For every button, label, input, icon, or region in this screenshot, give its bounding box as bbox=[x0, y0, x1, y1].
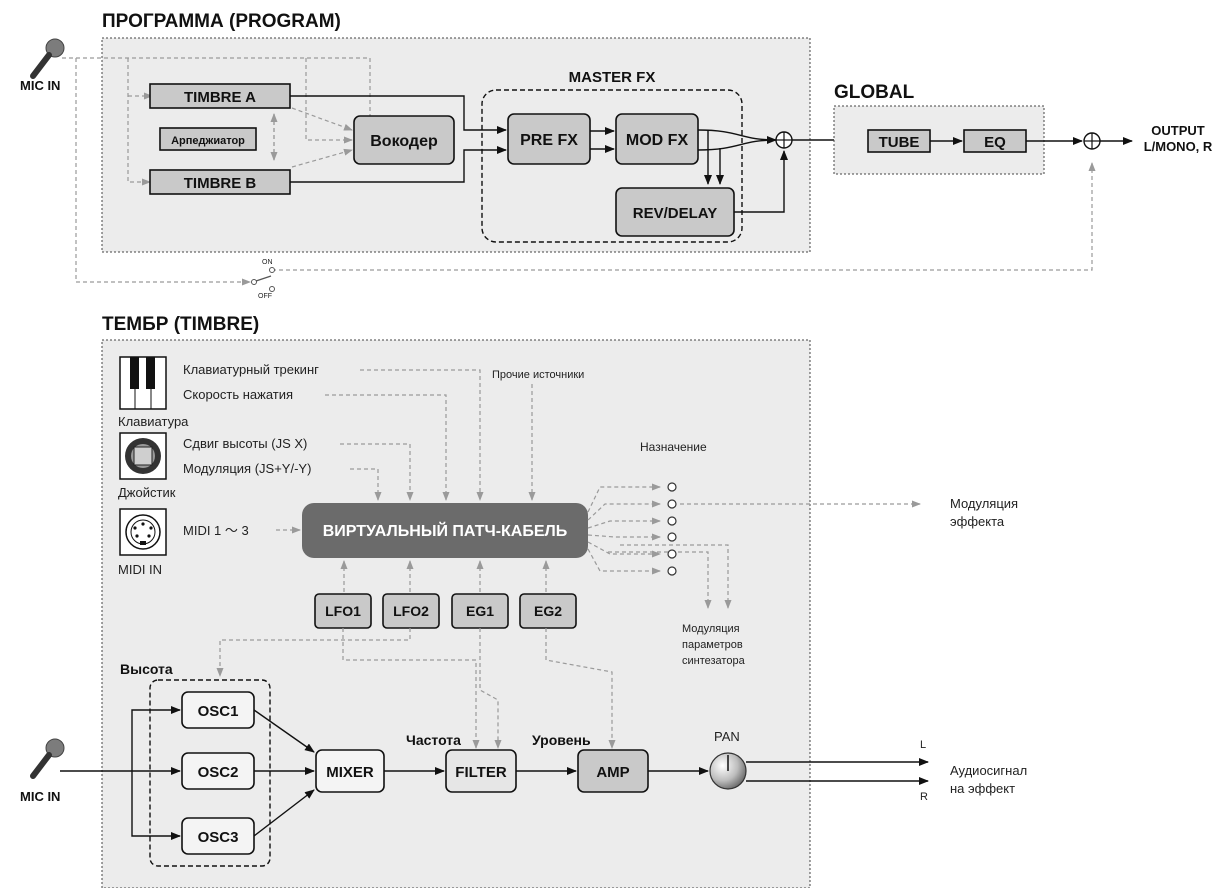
destination-slot-4 bbox=[667, 532, 677, 542]
eg2-label: EG2 bbox=[534, 603, 562, 619]
fx-mod-label-line1: Модуляция bbox=[950, 496, 1018, 511]
switch-on-label: ON bbox=[262, 259, 273, 266]
program-title: ПРОГРАММА (PROGRAM) bbox=[102, 11, 341, 32]
keyboard-label: Клавиатура bbox=[118, 414, 189, 429]
timbre-b-block bbox=[149, 169, 291, 195]
oscillator-group-box bbox=[149, 679, 271, 867]
mic-icon-top bbox=[30, 38, 65, 79]
output-l-label: L bbox=[920, 739, 926, 751]
destination-slot-2 bbox=[667, 499, 677, 509]
osc2-label: OSC2 bbox=[198, 764, 239, 781]
vocoder-block bbox=[353, 115, 455, 165]
key-tracking-label: Клавиатурный трекинг bbox=[183, 362, 319, 377]
virtual-patch-cable-label: ВИРТУАЛЬНЫЙ ПАТЧ-КАБЕЛЬ bbox=[323, 521, 568, 540]
mic-bypass-switch-icon bbox=[251, 267, 275, 292]
filter-label: FILTER bbox=[455, 764, 507, 781]
eq-label: EQ bbox=[984, 134, 1006, 151]
output-sum-junction-icon bbox=[1083, 132, 1101, 150]
output-label-line2: L/MONO, R bbox=[1144, 139, 1213, 154]
keyboard-icon bbox=[119, 356, 167, 410]
joystick-label: Джойстик bbox=[118, 485, 176, 500]
timbre-a-block bbox=[149, 83, 291, 109]
destination-slot-3 bbox=[667, 516, 677, 526]
timbre-title: ТЕМБР (TIMBRE) bbox=[102, 314, 259, 335]
virtual-patch-cable-block bbox=[302, 503, 588, 558]
pan-knob-icon bbox=[709, 752, 747, 790]
mic-in-label-top: MIC IN bbox=[20, 78, 60, 93]
mic-icon-bottom bbox=[30, 738, 65, 779]
timbre-b-label: TIMBRE B bbox=[184, 175, 257, 192]
rev-delay-label: REV/DELAY bbox=[633, 205, 717, 222]
level-label: Уровень bbox=[532, 732, 591, 748]
tube-label: TUBE bbox=[879, 134, 920, 151]
pitch-bend-label: Сдвиг высоты (JS X) bbox=[183, 436, 307, 451]
destination-slot-1 bbox=[667, 482, 677, 492]
lfo2-block bbox=[382, 593, 440, 629]
global-title: GLOBAL bbox=[834, 82, 915, 103]
destination-slot-5 bbox=[667, 549, 677, 559]
output-r-label: R bbox=[920, 791, 928, 803]
master-fx-box bbox=[481, 89, 743, 243]
pan-label: PAN bbox=[714, 729, 740, 744]
audio-out-label-line2: на эффект bbox=[950, 781, 1015, 796]
output-label-line1: OUTPUT bbox=[1151, 123, 1205, 138]
vocoder-label: Вокодер bbox=[370, 133, 438, 150]
lfo1-label: LFO1 bbox=[325, 603, 361, 619]
joystick-icon bbox=[119, 432, 167, 480]
pre-fx-label: PRE FX bbox=[520, 132, 578, 149]
sum-junction-icon bbox=[775, 131, 793, 149]
mod-fx-block bbox=[615, 113, 699, 165]
eg1-label: EG1 bbox=[466, 603, 494, 619]
other-sources-label: Прочие источники bbox=[492, 369, 584, 381]
midi-in-label: MIDI IN bbox=[118, 562, 162, 577]
lfo2-label: LFO2 bbox=[393, 603, 429, 619]
cutoff-label: Частота bbox=[406, 732, 461, 748]
pitch-label: Высота bbox=[120, 661, 173, 677]
destination-slot-6 bbox=[667, 566, 677, 576]
destination-label: Назначение bbox=[640, 440, 707, 454]
audio-out-label-line1: Аудиосигнал bbox=[950, 763, 1027, 778]
eg2-block bbox=[519, 593, 577, 629]
master-fx-title: MASTER FX bbox=[569, 69, 656, 86]
arpeggiator-label: Арпеджиатор bbox=[171, 135, 245, 147]
amp-label: AMP bbox=[596, 764, 629, 781]
synth-mod-label-line1: Модуляция bbox=[682, 623, 740, 635]
arpeggiator-block bbox=[159, 127, 257, 151]
pre-fx-block bbox=[507, 113, 591, 165]
mic-in-label-bottom: MIC IN bbox=[20, 789, 60, 804]
fx-mod-label-line2: эффекта bbox=[950, 514, 1005, 529]
midi-in-icon bbox=[119, 508, 167, 556]
mod-fx-label: MOD FX bbox=[626, 132, 689, 149]
modulation-js-label: Модуляция (JS+Y/-Y) bbox=[183, 461, 311, 476]
osc3-label: OSC3 bbox=[198, 829, 239, 846]
osc1-label: OSC1 bbox=[198, 703, 239, 720]
synth-mod-label-line2: параметров bbox=[682, 639, 743, 651]
velocity-label: Скорость нажатия bbox=[183, 387, 293, 402]
timbre-a-label: TIMBRE A bbox=[184, 89, 256, 106]
mixer-label: MIXER bbox=[326, 764, 374, 781]
synth-mod-label-line3: синтезатора bbox=[682, 655, 746, 667]
switch-off-label: OFF bbox=[258, 293, 272, 300]
midi-cc-label: MIDI 1 〜 3 bbox=[183, 523, 249, 538]
